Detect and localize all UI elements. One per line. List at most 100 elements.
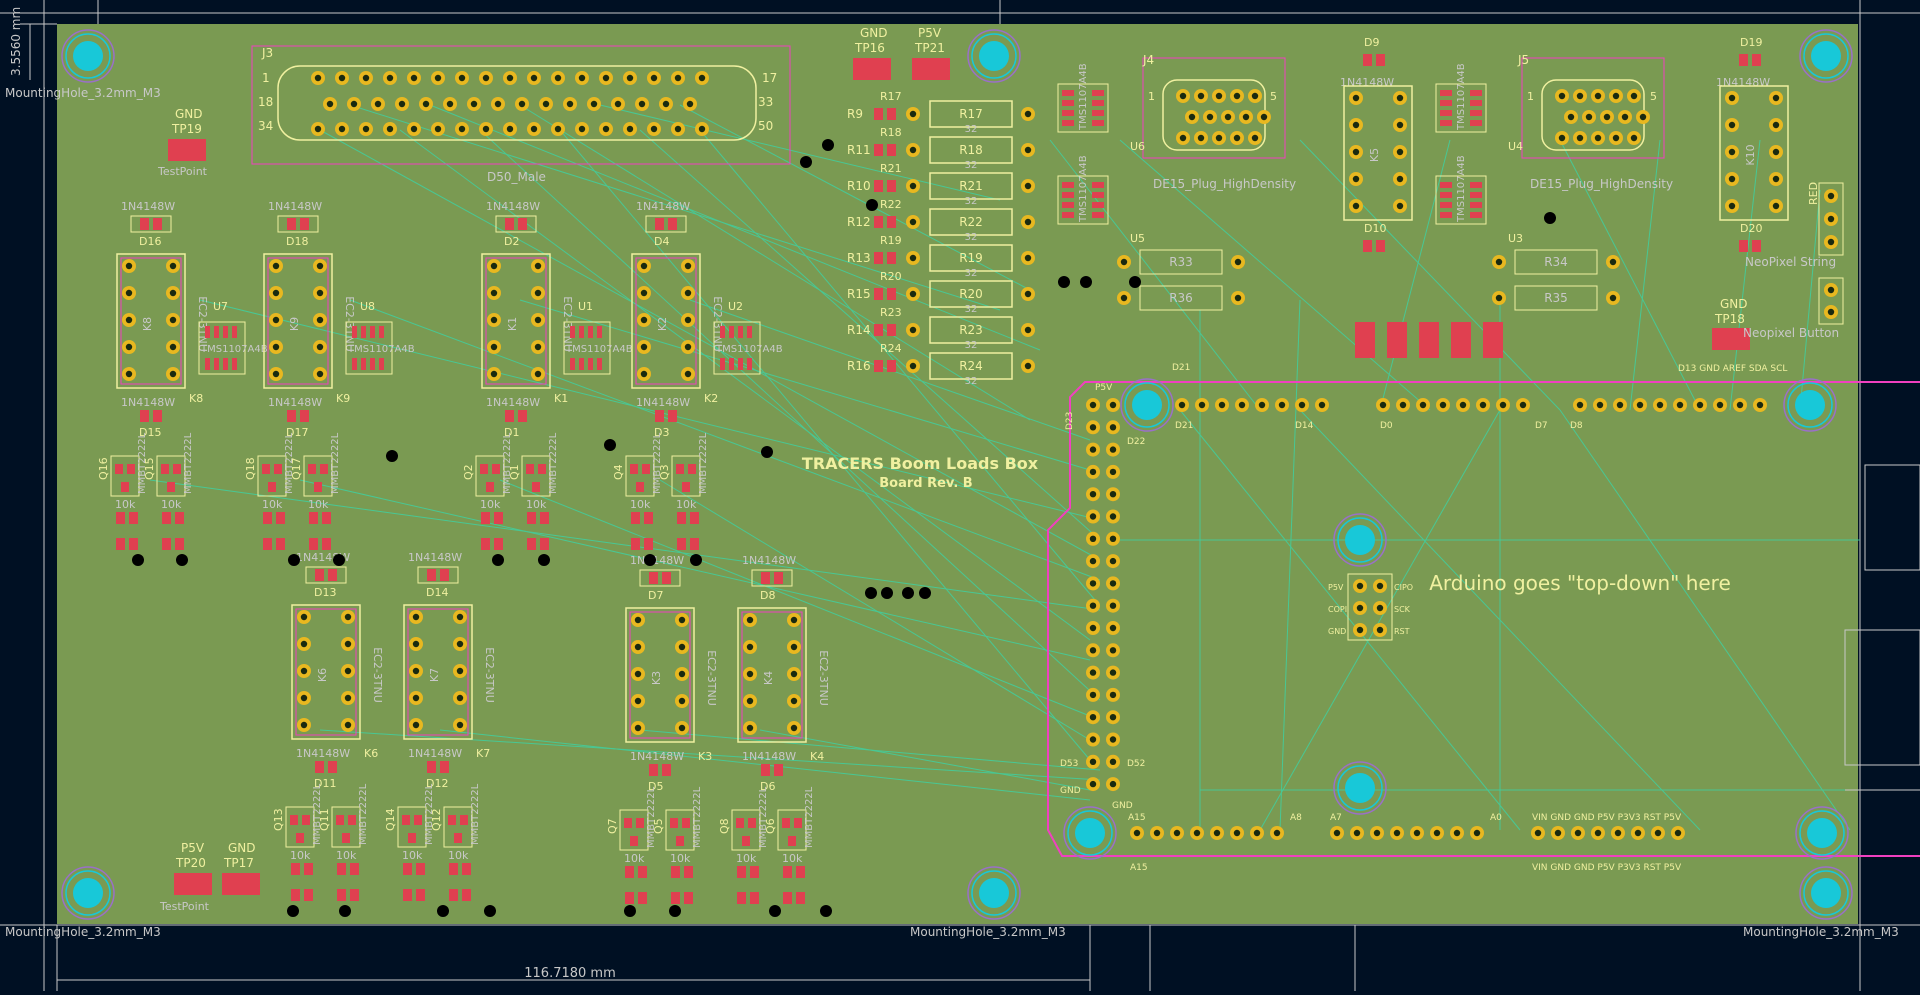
pth-pad[interactable] xyxy=(906,287,920,301)
pth-pad[interactable] xyxy=(487,340,501,354)
pth-pad[interactable] xyxy=(1021,359,1035,373)
pth-pad[interactable] xyxy=(1117,255,1131,269)
de15-pin[interactable] xyxy=(1573,89,1587,103)
arduino-header-pin[interactable] xyxy=(1086,754,1100,769)
pth-pad[interactable] xyxy=(531,259,545,273)
pth-pad[interactable] xyxy=(453,718,467,732)
pth-pad[interactable] xyxy=(1349,199,1363,213)
de15-pin[interactable] xyxy=(1591,89,1605,103)
pth-pad[interactable] xyxy=(1021,287,1035,301)
de15-pin[interactable] xyxy=(1230,89,1244,103)
pth-pad[interactable] xyxy=(269,340,283,354)
arduino-header-pin[interactable] xyxy=(1551,826,1565,840)
j3-pin[interactable] xyxy=(311,71,325,85)
pth-pad[interactable] xyxy=(631,721,645,735)
pth-pad[interactable] xyxy=(906,107,920,121)
arduino-header-pin[interactable] xyxy=(1651,826,1665,840)
arduino-header-pin[interactable] xyxy=(1611,826,1625,840)
pth-pad[interactable] xyxy=(531,313,545,327)
j3-pin[interactable] xyxy=(371,97,385,111)
j3-pin[interactable] xyxy=(431,122,445,136)
led-test-point[interactable] xyxy=(1387,322,1407,358)
de15-pin[interactable] xyxy=(1212,89,1226,103)
arduino-header-pin[interactable] xyxy=(1086,509,1100,524)
pth-pad[interactable] xyxy=(409,691,423,705)
pth-pad[interactable] xyxy=(1769,172,1783,186)
pth-pad[interactable] xyxy=(906,251,920,265)
arduino-header-pin[interactable] xyxy=(1086,665,1100,680)
arduino-header-pin[interactable] xyxy=(1086,621,1100,635)
arduino-header-pin[interactable] xyxy=(1613,398,1627,412)
pth-pad[interactable] xyxy=(166,286,180,300)
arduino-header-pin[interactable] xyxy=(1275,398,1289,412)
icsp-pin[interactable] xyxy=(1373,579,1387,593)
icsp-pin[interactable] xyxy=(1353,623,1367,637)
arduino-header-pin[interactable] xyxy=(1106,487,1120,502)
led-test-point[interactable] xyxy=(1355,322,1375,358)
pth-pad[interactable] xyxy=(166,340,180,354)
pth-pad[interactable] xyxy=(906,143,920,157)
arduino-header-pin[interactable] xyxy=(1250,826,1264,840)
j3-pin[interactable] xyxy=(623,71,637,85)
pth-pad[interactable] xyxy=(637,340,651,354)
arduino-header-pin[interactable] xyxy=(1106,665,1120,680)
pth-pad[interactable] xyxy=(531,367,545,381)
de15-pin[interactable] xyxy=(1609,131,1623,145)
de15-pin[interactable] xyxy=(1618,110,1632,124)
pth-pad[interactable] xyxy=(122,367,136,381)
arduino-header-pin[interactable] xyxy=(1086,464,1100,479)
j3-pin[interactable] xyxy=(539,97,553,111)
arduino-header-pin[interactable] xyxy=(1106,576,1120,591)
pth-pad[interactable] xyxy=(1021,251,1035,265)
pth-pad[interactable] xyxy=(341,664,355,678)
de15-pin[interactable] xyxy=(1582,110,1596,124)
pth-pad[interactable] xyxy=(487,313,501,327)
pth-pad[interactable] xyxy=(787,694,801,708)
arduino-header-pin[interactable] xyxy=(1733,398,1747,412)
j3-pin[interactable] xyxy=(347,97,361,111)
pth-pad[interactable] xyxy=(631,613,645,627)
arduino-header-pin[interactable] xyxy=(1106,754,1120,769)
arduino-header-pin[interactable] xyxy=(1086,398,1100,412)
j3-pin[interactable] xyxy=(467,97,481,111)
pth-pad[interactable] xyxy=(487,367,501,381)
pth-pad[interactable] xyxy=(1769,91,1783,105)
pth-pad[interactable] xyxy=(122,259,136,273)
arduino-header-pin[interactable] xyxy=(1086,643,1100,658)
arduino-header-pin[interactable] xyxy=(1430,826,1444,840)
de15-pin[interactable] xyxy=(1564,110,1578,124)
pth-pad[interactable] xyxy=(675,721,689,735)
arduino-header-pin[interactable] xyxy=(1086,732,1100,747)
j3-pin[interactable] xyxy=(659,97,673,111)
pth-pad[interactable] xyxy=(906,215,920,229)
j3-pin[interactable] xyxy=(635,97,649,111)
pth-pad[interactable] xyxy=(313,259,327,273)
pth-pad[interactable] xyxy=(1393,91,1407,105)
led-test-point[interactable] xyxy=(1483,322,1503,358)
pth-pad[interactable] xyxy=(681,259,695,273)
arduino-header-pin[interactable] xyxy=(1106,777,1120,792)
pth-pad[interactable] xyxy=(743,640,757,654)
j3-pin[interactable] xyxy=(683,97,697,111)
j3-pin[interactable] xyxy=(383,71,397,85)
pth-pad[interactable] xyxy=(1492,291,1506,305)
pth-pad[interactable] xyxy=(906,179,920,193)
pth-pad[interactable] xyxy=(453,610,467,624)
arduino-header-pin[interactable] xyxy=(1106,621,1120,635)
arduino-header-pin[interactable] xyxy=(1130,826,1144,840)
j3-pin[interactable] xyxy=(671,71,685,85)
arduino-header-pin[interactable] xyxy=(1516,398,1530,412)
arduino-header-pin[interactable] xyxy=(1106,687,1120,702)
arduino-header-pin[interactable] xyxy=(1531,826,1545,840)
de15-pin[interactable] xyxy=(1176,89,1190,103)
de15-pin[interactable] xyxy=(1212,131,1226,145)
